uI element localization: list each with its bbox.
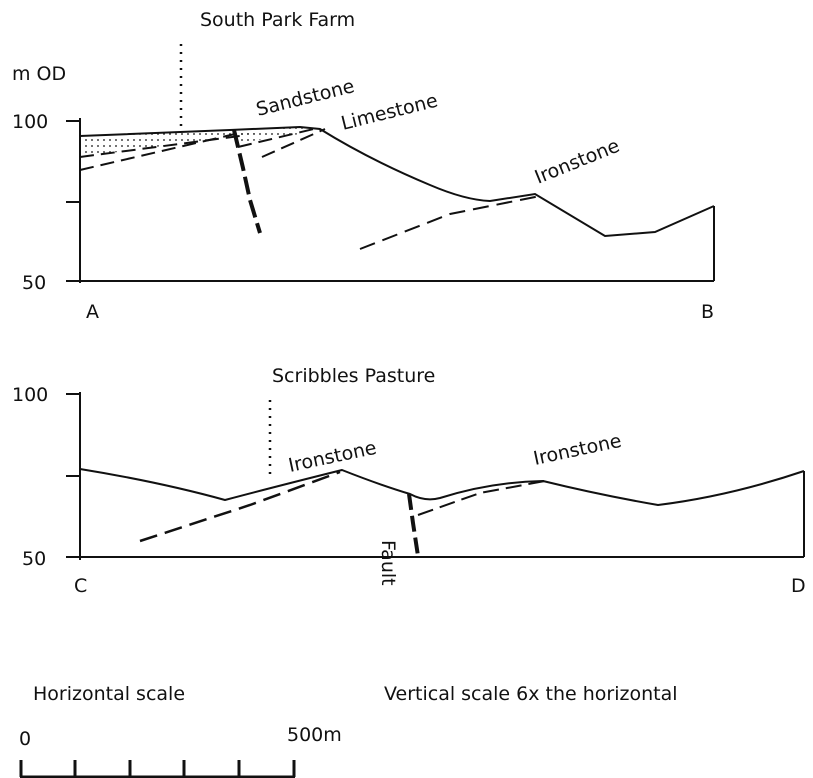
section-start-label-c: C: [74, 575, 87, 597]
scale-max-label: 500m: [287, 724, 342, 746]
fault-line-1: [232, 129, 262, 234]
section-a-b: m OD 100 50 South Park Farm Sandstone Li…: [12, 9, 715, 323]
y-tick-label-50: 50: [22, 548, 46, 570]
section-c-d: 100 50 Scribbles Pasture Ironstone Irons…: [12, 365, 806, 597]
bed-label-ironstone-2: Ironstone: [531, 430, 623, 470]
ground-surface: [79, 125, 715, 238]
ironstone-outcrop-boundary: [359, 195, 541, 250]
fault-line-2: [407, 493, 420, 557]
y-tick-label-100: 100: [12, 111, 48, 133]
section-start-label-a: A: [86, 301, 99, 323]
scale-zero-label: 0: [19, 728, 31, 750]
place-label-south-park-farm: South Park Farm: [200, 9, 355, 31]
ironstone-boundary-1: [139, 470, 341, 543]
units-label: m OD: [12, 63, 66, 85]
place-label-scribbles-pasture: Scribbles Pasture: [272, 365, 435, 387]
section-end-label-d: D: [791, 575, 806, 597]
vertical-scale-note: Vertical scale 6x the horizontal: [384, 683, 678, 705]
ground-surface: [79, 468, 805, 507]
scale-legend: Horizontal scale Vertical scale 6x the h…: [19, 683, 678, 778]
sandstone-bed-fill-2: [237, 127, 305, 143]
section-end-label-b: B: [701, 301, 714, 323]
y-tick-label-100: 100: [12, 384, 48, 406]
bed-label-ironstone: Ironstone: [532, 135, 623, 189]
bed-label-ironstone-1: Ironstone: [286, 437, 378, 477]
limestone-base-boundary: [79, 128, 326, 171]
y-tick-label-50: 50: [22, 272, 46, 294]
horizontal-scale-label: Horizontal scale: [33, 683, 185, 705]
fault-label: Fault: [377, 540, 399, 586]
